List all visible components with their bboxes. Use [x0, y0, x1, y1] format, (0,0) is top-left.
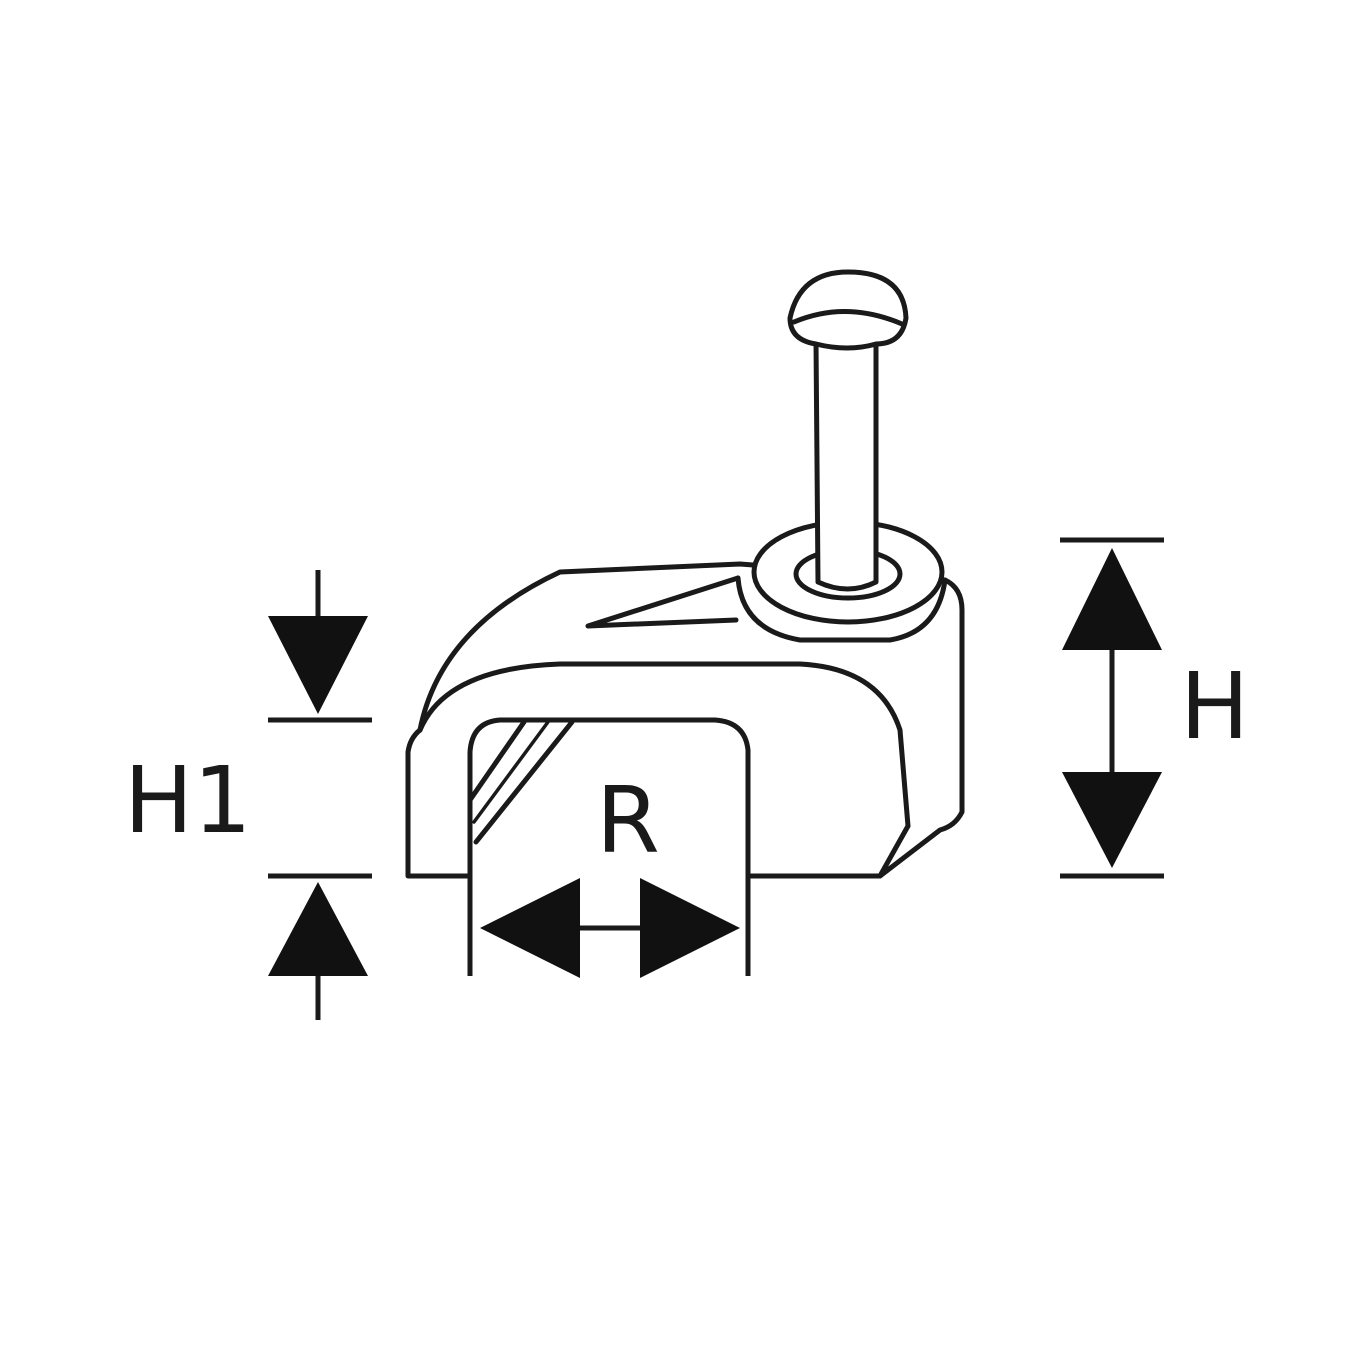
clip-front-arch — [417, 661, 911, 829]
dimension-h1: H1 — [124, 570, 372, 1020]
clip-top-wedge — [585, 575, 741, 629]
dimension-h1-label: H1 — [124, 747, 252, 854]
nail-head-rim — [791, 309, 905, 327]
nail-shank — [813, 339, 879, 592]
dimension-r-arrow-right — [640, 878, 740, 978]
clip-front-right-edge — [877, 823, 911, 879]
dimension-h1-arrow-up — [268, 882, 368, 976]
clip-inner-rib-2 — [473, 719, 575, 845]
dimension-h-arrow-down — [1062, 772, 1162, 868]
clip-inner-rib-3 — [472, 720, 550, 824]
dimension-h-label: H — [1180, 653, 1249, 760]
dimension-r-arrow-left — [480, 878, 580, 978]
cable-clip-drawing — [405, 269, 965, 879]
dimension-h: H — [1060, 537, 1249, 879]
dimension-r-label: R — [596, 767, 660, 874]
dimension-h-arrow-up — [1062, 548, 1162, 650]
clip-inner-rib — [467, 719, 527, 803]
dimension-r: R — [467, 767, 751, 978]
dimension-h1-arrow-down — [268, 616, 368, 714]
